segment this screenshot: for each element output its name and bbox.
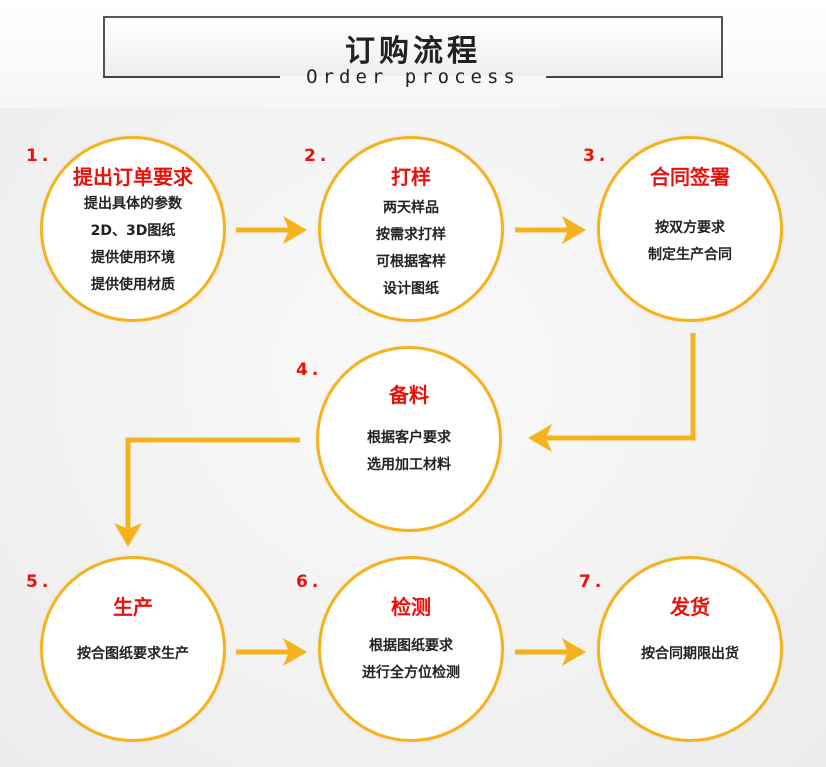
title-underline-right: [546, 76, 723, 78]
step-3-line-2: 制定生产合同: [648, 247, 732, 263]
step-6-circle: 检测 根据图纸要求 进行全方位检测: [318, 556, 504, 742]
step-7-circle: 发货 按合同期限出货: [597, 556, 783, 742]
step-3-title: 合同签署: [650, 165, 730, 189]
step-4-number: 4.: [296, 360, 323, 380]
step-3-number: 3.: [583, 146, 610, 166]
step-1-line-3: 提供使用环境: [91, 250, 175, 266]
arrow-4-to-5: [114, 437, 300, 547]
step-6-line-1: 根据图纸要求: [369, 638, 453, 654]
step-3-circle: 合同签署 按双方要求 制定生产合同: [597, 136, 783, 322]
step-6-title: 检测: [391, 595, 431, 619]
step-2-line-2: 按需求打样: [376, 227, 446, 243]
step-5-line-1: 按合图纸要求生产: [77, 646, 189, 662]
step-2-circle: 打样 两天样品 按需求打样 可根据客样 设计图纸: [318, 136, 504, 322]
step-5-title: 生产: [113, 595, 153, 619]
step-5-details: 按合图纸要求生产: [43, 641, 223, 668]
arrow-2-to-3: [515, 216, 586, 244]
step-6-line-2: 进行全方位检测: [362, 665, 460, 681]
page-title: 订购流程: [345, 34, 481, 69]
title-underline-left: [103, 76, 280, 78]
step-2-number: 2.: [304, 146, 331, 166]
step-1-details: 提出具体的参数 2D、3D图纸 提供使用环境 提供使用材质: [43, 191, 223, 299]
page-subtitle: Order process: [306, 66, 520, 88]
step-6-number: 6.: [296, 572, 323, 592]
step-1-line-2: 2D、3D图纸: [90, 223, 176, 239]
step-2-line-3: 可根据客样: [376, 254, 446, 270]
step-5-number: 5.: [26, 572, 53, 592]
title-frame: [103, 16, 723, 76]
arrow-6-to-7: [515, 638, 586, 666]
step-2-line-1: 两天样品: [383, 200, 439, 216]
step-4-details: 根据客户要求 选用加工材料: [319, 425, 499, 479]
step-4-circle: 备料 根据客户要求 选用加工材料: [316, 346, 502, 532]
step-7-details: 按合同期限出货: [600, 641, 780, 668]
step-7-title: 发货: [670, 595, 710, 619]
step-6-details: 根据图纸要求 进行全方位检测: [321, 633, 501, 687]
step-4-line-2: 选用加工材料: [367, 457, 451, 473]
arrow-1-to-2: [236, 216, 307, 244]
step-4-line-1: 根据客户要求: [367, 430, 451, 446]
step-3-line-1: 按双方要求: [655, 220, 725, 236]
step-1-line-1: 提出具体的参数: [84, 196, 182, 212]
step-2-details: 两天样品 按需求打样 可根据客样 设计图纸: [321, 195, 501, 303]
arrow-5-to-6: [236, 638, 307, 666]
step-5-circle: 生产 按合图纸要求生产: [40, 556, 226, 742]
step-2-line-4: 设计图纸: [383, 281, 439, 297]
step-7-number: 7.: [579, 572, 606, 592]
step-1-line-4: 提供使用材质: [91, 277, 175, 293]
step-1-circle: 提出订单要求 提出具体的参数 2D、3D图纸 提供使用环境 提供使用材质: [40, 136, 226, 322]
step-7-line-1: 按合同期限出货: [641, 646, 739, 662]
step-3-details: 按双方要求 制定生产合同: [600, 215, 780, 269]
step-4-title: 备料: [389, 383, 429, 407]
step-2-title: 打样: [391, 165, 431, 189]
arrow-3-to-4: [528, 333, 696, 452]
header-banner: 订购流程 Order process: [0, 0, 826, 108]
step-1-number: 1.: [26, 146, 53, 166]
step-1-title: 提出订单要求: [73, 165, 193, 189]
